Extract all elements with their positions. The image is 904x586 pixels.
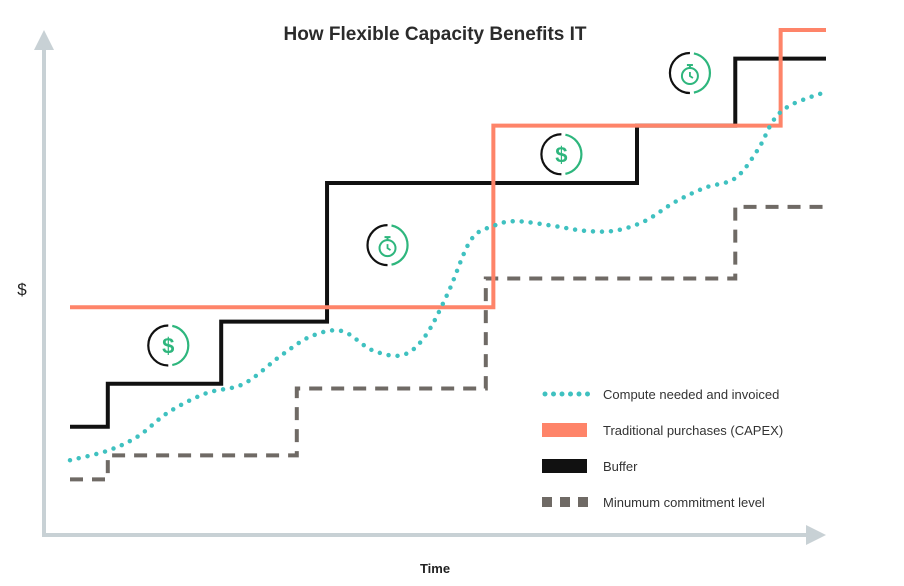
- x-axis-arrow: [806, 525, 826, 545]
- dollar-circle-icon: $: [147, 324, 190, 367]
- annotation-icons: $$: [147, 51, 711, 367]
- legend-label: Compute needed and invoiced: [603, 387, 779, 402]
- x-axis-label: Time: [420, 561, 450, 576]
- legend-label: Minumum commitment level: [603, 495, 765, 510]
- legend-item-buffer: Buffer: [542, 459, 638, 474]
- y-axis-arrow: [34, 30, 54, 50]
- series-traditional-purchases-capex: [70, 28, 826, 310]
- legend-item-minumum-commitment-level: Minumum commitment level: [542, 495, 765, 510]
- series-buffer: [70, 56, 826, 429]
- series-minumum-commitment-level: [70, 204, 826, 482]
- axes: [34, 30, 826, 545]
- series-layer: [67, 28, 829, 482]
- stopwatch-icon: [366, 224, 409, 267]
- dollar-circle-icon: $: [540, 133, 583, 176]
- legend-item-traditional-purchases-capex: Traditional purchases (CAPEX): [542, 423, 783, 438]
- chart-title: How Flexible Capacity Benefits IT: [283, 24, 586, 45]
- svg-text:$: $: [555, 142, 567, 167]
- stopwatch-icon: [668, 51, 711, 95]
- y-axis-label: $: [17, 280, 27, 299]
- legend-label: Traditional purchases (CAPEX): [603, 423, 783, 438]
- series-compute-needed-and-invoiced: [67, 89, 829, 463]
- legend-item-compute-needed-and-invoiced: Compute needed and invoiced: [542, 387, 779, 402]
- legend-label: Buffer: [603, 459, 638, 474]
- svg-text:$: $: [162, 333, 174, 358]
